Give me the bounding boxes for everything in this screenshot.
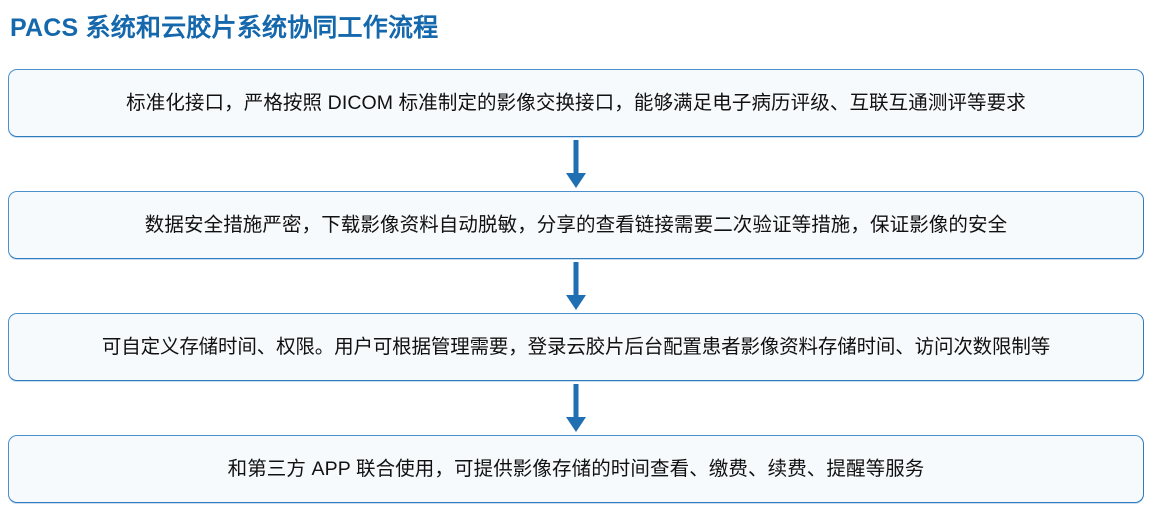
flow-diagram: 标准化接口，严格按照 DICOM 标准制定的影像交换接口，能够满足电子病历评级、…: [8, 69, 1144, 503]
flow-step-text-3: 可自定义存储时间、权限。用户可根据管理需要，登录云胶片后台配置患者影像资料存储时…: [101, 335, 1051, 358]
down-arrow-icon: [566, 140, 586, 188]
arrow-head: [566, 295, 586, 310]
down-arrow-icon: [566, 384, 586, 432]
arrow-shaft: [573, 140, 579, 176]
flow-step-text-2: 数据安全措施严密，下载影像资料自动脱敏，分享的查看链接需要二次验证等措施，保证影…: [144, 213, 1008, 236]
flow-step-box-1: 标准化接口，严格按照 DICOM 标准制定的影像交换接口，能够满足电子病历评级、…: [8, 69, 1144, 137]
flow-step-text-4: 和第三方 APP 联合使用，可提供影像存储的时间查看、缴费、续费、提醒等服务: [227, 457, 925, 480]
flow-step-box-3: 可自定义存储时间、权限。用户可根据管理需要，登录云胶片后台配置患者影像资料存储时…: [8, 313, 1144, 381]
arrow-shaft: [573, 262, 579, 298]
flow-step-box-4: 和第三方 APP 联合使用，可提供影像存储的时间查看、缴费、续费、提醒等服务: [8, 435, 1144, 503]
page-title: PACS 系统和云胶片系统协同工作流程: [10, 14, 439, 42]
flow-connector-3: [8, 381, 1144, 435]
flow-connector-2: [8, 259, 1144, 313]
arrow-shaft: [573, 384, 579, 420]
flow-connector-1: [8, 137, 1144, 191]
flow-step-text-1: 标准化接口，严格按照 DICOM 标准制定的影像交换接口，能够满足电子病历评级、…: [126, 91, 1026, 114]
flow-step-box-2: 数据安全措施严密，下载影像资料自动脱敏，分享的查看链接需要二次验证等措施，保证影…: [8, 191, 1144, 259]
down-arrow-icon: [566, 262, 586, 310]
arrow-head: [566, 417, 586, 432]
arrow-head: [566, 173, 586, 188]
